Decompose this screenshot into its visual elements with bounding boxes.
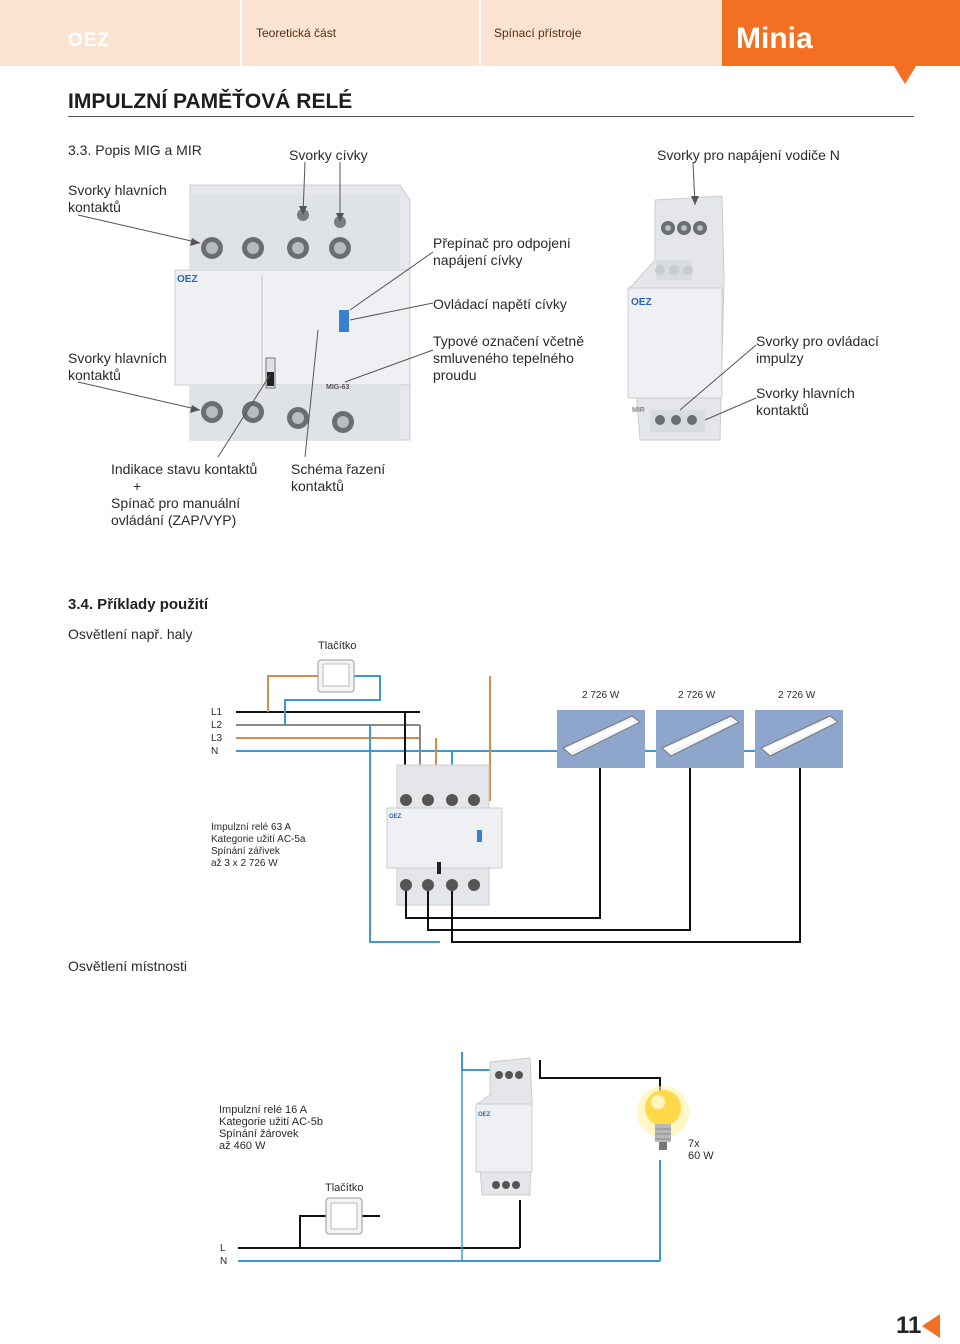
header-nav-theory[interactable]: Teoretická část	[256, 26, 337, 40]
header-separator	[240, 0, 242, 66]
pointer-arrowheads	[190, 196, 699, 413]
light-bulb-icon	[637, 1086, 689, 1150]
oez-logo: OEZ	[68, 30, 111, 51]
svg-text:OEZ: OEZ	[478, 1112, 491, 1118]
label-svorky-civky: Svorky cívky	[289, 147, 368, 163]
mir-device	[627, 195, 725, 441]
lamp-label: 2 726 W	[778, 690, 816, 701]
mig-model: MIG-63	[326, 384, 349, 391]
section-heading-3-3: 3.3. Popis MIG a MIR	[68, 142, 202, 158]
lamp-fixture	[557, 710, 645, 768]
mir-model: MIR	[632, 407, 645, 414]
header-nav-devices[interactable]: Spínací přístroje	[494, 26, 582, 40]
example2-button-label: Tlačítko	[325, 1182, 364, 1194]
title-rule	[68, 116, 914, 117]
example1-title: Osvětlení např. haly	[68, 626, 193, 642]
pointer-lines	[77, 161, 757, 458]
bulb-text: 7x 60 W	[688, 1138, 714, 1162]
example2-title: Osvětlení místnosti	[68, 958, 188, 974]
page-number: 11	[896, 1312, 922, 1339]
svg-text:OEZ: OEZ	[389, 814, 402, 820]
lamp-label: 2 726 W	[582, 690, 620, 701]
label-svorky-napajeni-n: Svorky pro napájení vodiče N	[657, 147, 840, 163]
lamp-fixture	[755, 710, 843, 768]
line-n2: N	[220, 1256, 228, 1267]
relay63-text: Impulzní relé 63 A Kategorie užití AC-5a…	[211, 822, 306, 869]
relay16-text: Impulzní relé 16 A Kategorie užití AC-5b…	[219, 1104, 323, 1152]
section-heading-3-4: 3.4. Příklady použití	[68, 596, 209, 613]
mig-63-device	[174, 184, 411, 441]
example1-button-label: Tlačítko	[318, 640, 357, 652]
brand-triangle	[894, 66, 916, 84]
mir-logo: OEZ	[631, 297, 652, 308]
lamp-label: 2 726 W	[678, 690, 716, 701]
label-ovladaci-napeti: Ovládací napětí cívky	[433, 296, 567, 312]
page-title: IMPULZNÍ PAMĚŤOVÁ RELÉ	[68, 90, 353, 113]
line-l3: L3	[211, 733, 223, 744]
lamp-fixture	[656, 710, 744, 768]
brand-box	[722, 0, 960, 66]
header-separator	[479, 0, 481, 66]
line-l2: L2	[211, 720, 223, 731]
line-l: L	[220, 1243, 226, 1254]
label-indikace: Indikace stavu kontaktů + Spínač pro man…	[111, 461, 258, 528]
brand-name: Minia	[736, 22, 813, 55]
mig-logo: OEZ	[177, 274, 198, 285]
line-l1: L1	[211, 707, 223, 718]
line-n: N	[211, 746, 219, 757]
